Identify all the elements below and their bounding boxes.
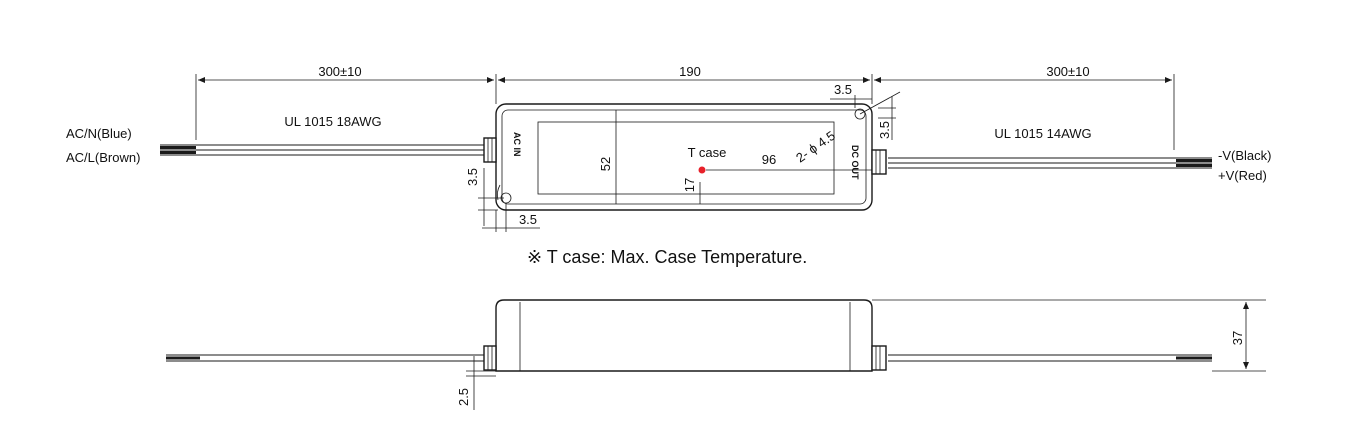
dc-out-label: DC OUT (850, 145, 860, 180)
dim-hole-left-h-label: 3.5 (519, 212, 537, 227)
hole-leader (859, 91, 901, 115)
psu-body-inner (501, 109, 867, 205)
output-wire-1-label: -V(Black) (1218, 148, 1271, 163)
dim-hole-top-label: 3.5 (834, 82, 852, 97)
dim-length-label: 190 (679, 64, 701, 79)
mount-hole-left-notch (496, 184, 501, 201)
psu-body-side (495, 299, 873, 372)
dim-hole-right-label: 3.5 (877, 121, 892, 139)
side-input-gland (483, 345, 497, 371)
top-view: 300±10 190 300±10 AC I (66, 64, 1271, 232)
output-gland (871, 149, 887, 175)
dim-base-label: 2.5 (456, 388, 471, 406)
side-output-gland (871, 345, 887, 371)
output-cable-label: UL 1015 14AWG (994, 126, 1091, 141)
dim-tcase-y-label: 17 (682, 178, 697, 192)
dim-hole-left-v-label: 3.5 (465, 168, 480, 186)
input-gland (483, 137, 497, 163)
mount-hole-right (854, 108, 866, 120)
dim-width-label: 52 (598, 157, 613, 171)
tcase-label: T case (688, 145, 727, 160)
dim-left-lead-label: 300±10 (318, 64, 361, 79)
label-panel (537, 121, 835, 195)
input-cable-label: UL 1015 18AWG (284, 114, 381, 129)
output-wire-2-label: +V(Red) (1218, 168, 1267, 183)
dim-right-lead-label: 300±10 (1046, 64, 1089, 79)
input-wire-2-label: AC/L(Brown) (66, 150, 140, 165)
tcase-point (698, 166, 706, 174)
dim-height-label: 37 (1230, 331, 1245, 345)
input-wire-1-label: AC/N(Blue) (66, 126, 132, 141)
side-view: 37 2.5 (166, 299, 1266, 410)
tcase-note: ※ T case: Max. Case Temperature. (527, 247, 807, 267)
ac-in-label: AC IN (512, 132, 522, 157)
dim-tcase-x-label: 96 (762, 152, 776, 167)
